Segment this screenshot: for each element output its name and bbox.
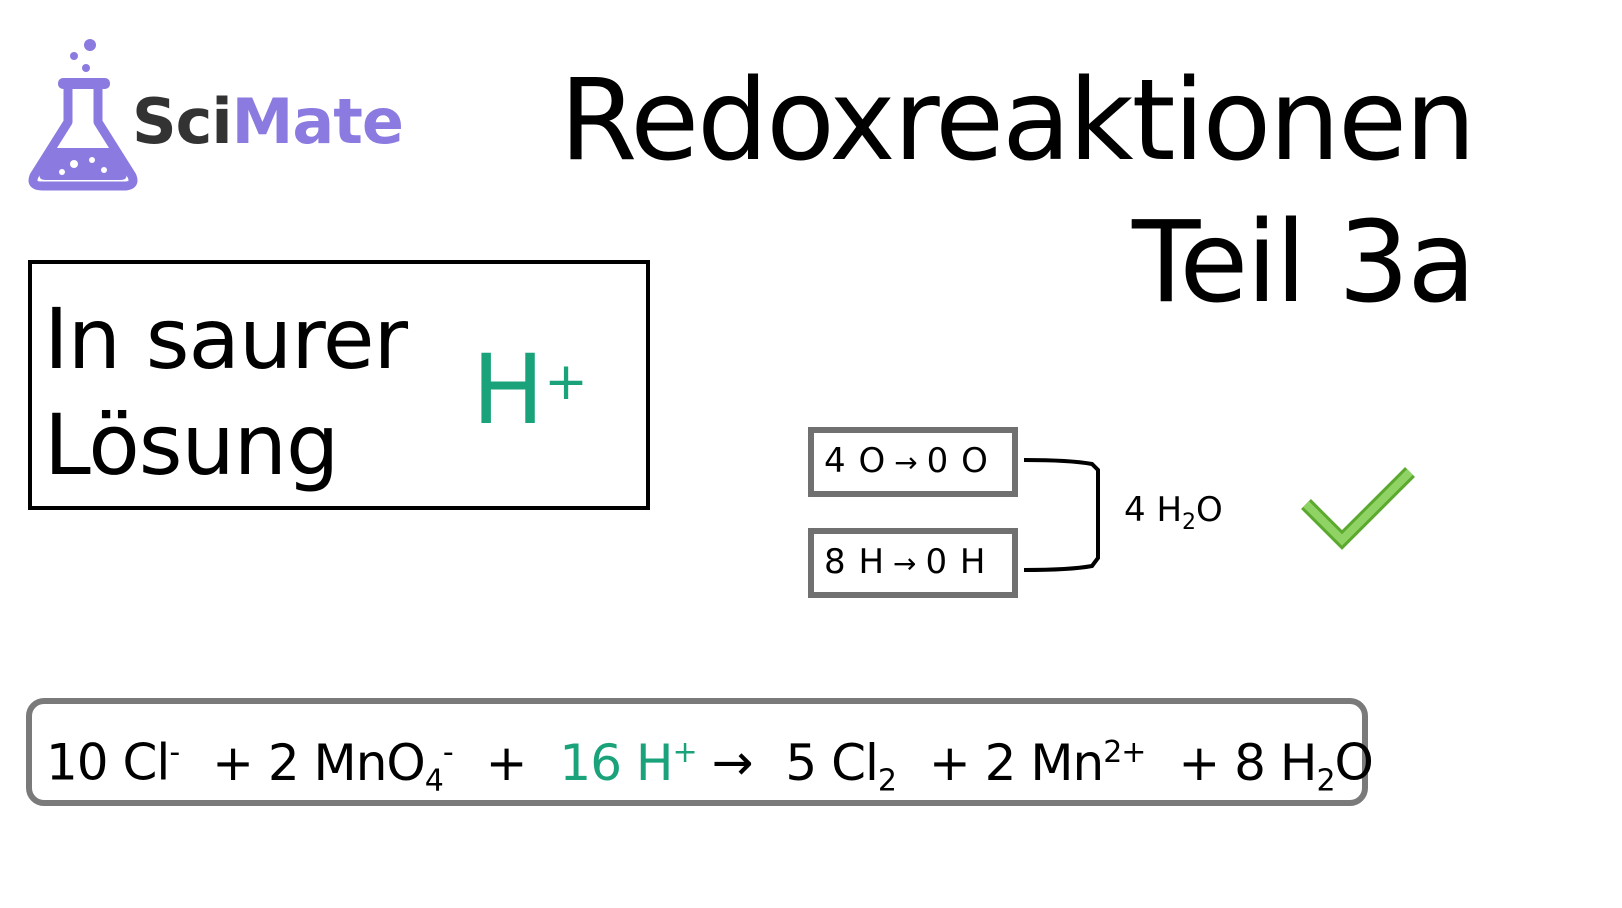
eq-term-chloride: 10 Cl [46, 733, 170, 792]
flask-icon [28, 39, 138, 191]
oxygen-balance-box: 4 O→0 O [808, 427, 1018, 497]
eq-term-hydrogen-ion: 16 H [559, 733, 673, 792]
ion-symbol: H [472, 334, 545, 446]
title-line-1: Redoxreaktionen [559, 56, 1476, 186]
water-result: 4 H2O [1124, 488, 1223, 545]
eq-term-manganese: + 2 Mn [928, 733, 1104, 792]
equation-box: 10 Cl- + 2 MnO4- + 16 H+ → 5 Cl2 + 2 Mn2… [26, 698, 1374, 806]
title-line-2: Teil 3a [1131, 198, 1476, 328]
page-title: Redoxreaktionen Teil 3a [559, 50, 1476, 334]
hydrogen-balance-box: 8 H→0 H [808, 528, 1018, 598]
redox-equation: 10 Cl- + 2 MnO4- + 16 H+ → 5 Cl2 + 2 Mn2… [46, 718, 1374, 817]
eq-arrow-icon: → [711, 733, 754, 792]
eq-term-chlorine-sub: 2 [877, 763, 897, 799]
ion-charge: + [544, 352, 588, 412]
eq-term-permanganate-charge: - [442, 735, 454, 770]
eq-term-permanganate: + 2 MnO [212, 733, 426, 792]
water-subscript: 2 [1182, 509, 1197, 535]
acidic-solution-label: In saurer Lösung [44, 286, 408, 498]
bracket-connector [1023, 458, 1100, 572]
oxygen-right: 0 O [926, 441, 989, 481]
eq-term-water-suffix: O [1334, 733, 1374, 792]
acidic-solution-box: In saurer Lösung H+ [28, 260, 650, 510]
hydrogen-ion-label: H+ [472, 340, 588, 440]
eq-plus: + [485, 733, 528, 792]
acidic-label-line-1: In saurer [44, 290, 408, 388]
arrow-icon: → [893, 547, 918, 580]
arrow-icon: → [894, 446, 919, 479]
hydrogen-right: 0 H [925, 542, 987, 582]
water-prefix: 4 H [1124, 490, 1183, 530]
eq-term-permanganate-sub: 4 [424, 763, 444, 799]
eq-term-water: + 8 H [1178, 733, 1317, 792]
eq-term-hydrogen-charge: + [672, 735, 698, 770]
eq-term-water-sub: 2 [1316, 763, 1335, 799]
check-icon [1301, 467, 1415, 550]
eq-term-chlorine: 5 Cl [785, 733, 879, 792]
hydrogen-left: 8 H [824, 542, 886, 582]
eq-term-manganese-charge: 2+ [1103, 735, 1146, 770]
eq-term-chloride-charge: - [169, 735, 180, 770]
water-suffix: O [1196, 490, 1223, 530]
brand-name-part1: Sci [132, 85, 233, 158]
brand-logo-text: SciMate [132, 82, 404, 162]
acidic-label-line-2: Lösung [44, 396, 339, 494]
oxygen-left: 4 O [824, 441, 887, 481]
brand-name-part2: Mate [231, 85, 404, 158]
